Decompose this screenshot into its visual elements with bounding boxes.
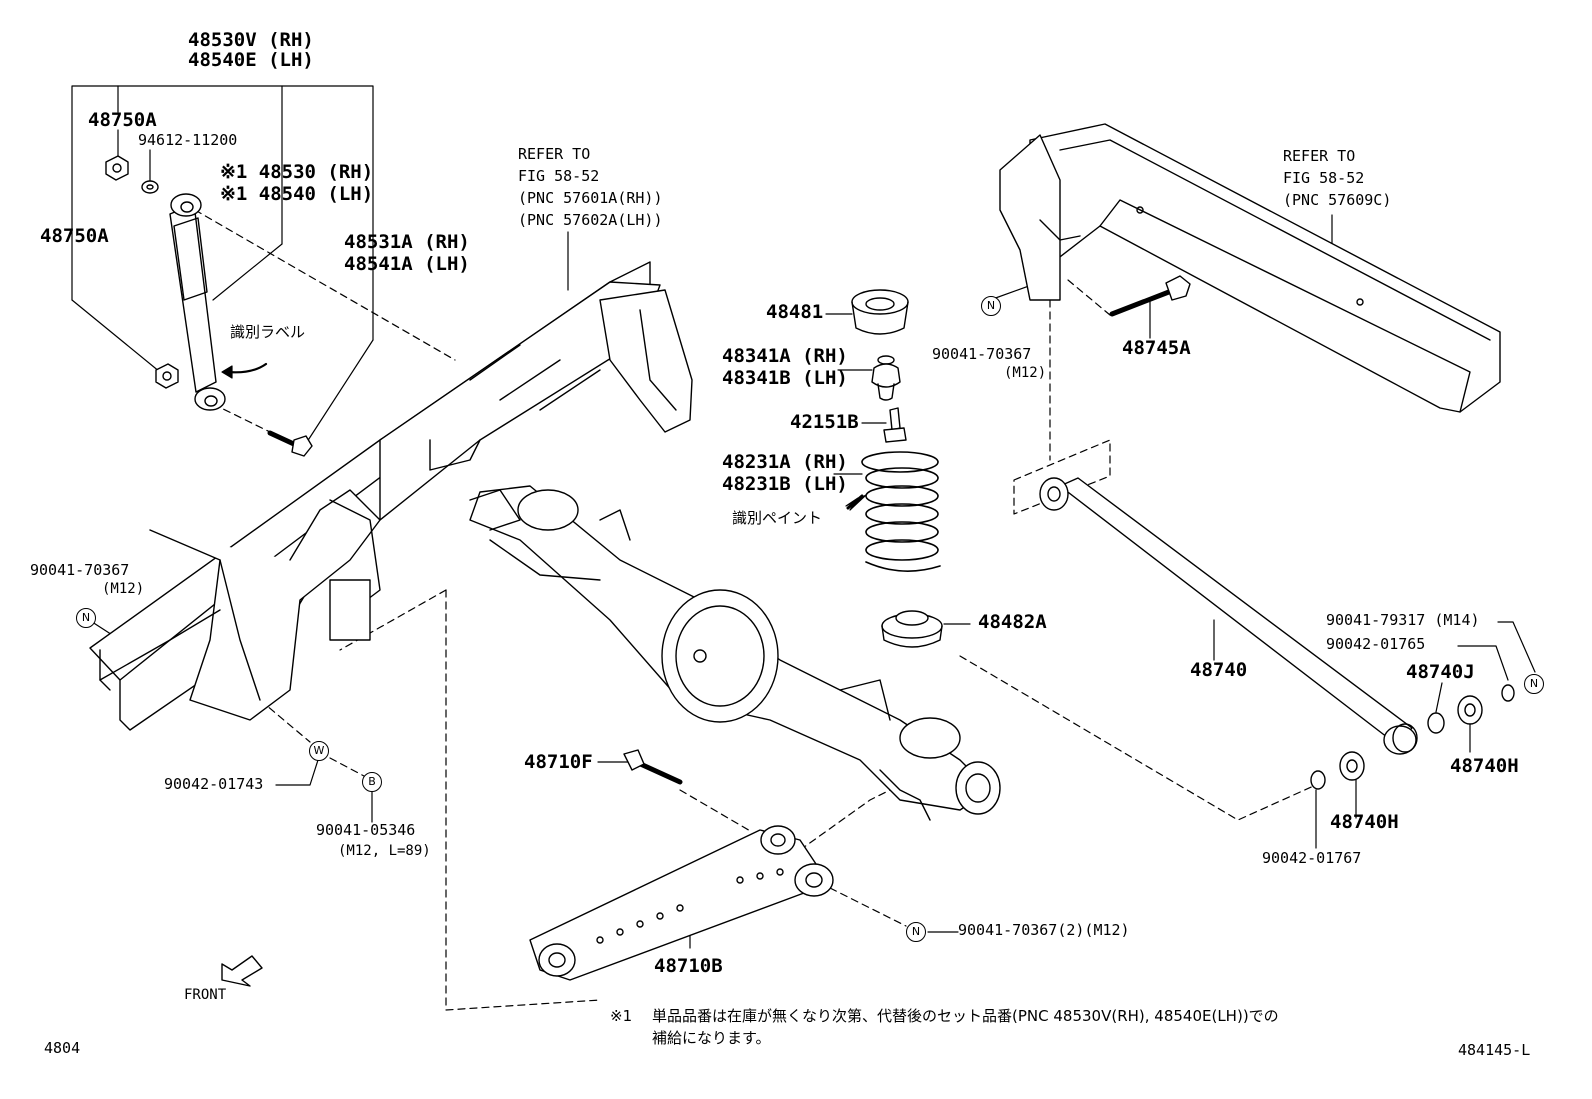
insulator-48482a-label: 48482A (978, 611, 1047, 633)
bushing-48740h-lower-label: 48740H (1330, 811, 1399, 833)
spring-48231a-label: 48231A (RH) (722, 451, 848, 473)
nut-48750a-upper (105, 155, 129, 181)
bolt-48541a-label: 48541A (LH) (344, 253, 470, 275)
crossmember-ref-line3: (PNC 57609C) (1283, 191, 1392, 209)
bushing-48740h-right-label: 48740H (1450, 755, 1519, 777)
upper-insulator-48481 (851, 289, 909, 335)
bolt-48745a (1109, 275, 1191, 317)
nut-90041-70367-cross-label: 90041-70367 (932, 345, 1032, 363)
footnote-line1: 単品品番は在庫が無くなり次第、代替後のセット品番(PNC 48530V(RH),… (652, 1007, 1279, 1025)
leader-lines (71, 85, 1536, 1011)
callout-n-lower-arm: N (906, 922, 926, 942)
shock-assy-rh-label: 48530V (RH) (188, 29, 314, 51)
page-code: 4804 (44, 1039, 81, 1057)
nut-90041-70367-arm-label: 90041-70367(2)(M12) (958, 921, 1130, 939)
bump-stopper-48341 (871, 355, 901, 401)
frame-ref-line4: (PNC 57602A(LH)) (518, 211, 663, 229)
crossmember-shape (999, 123, 1501, 413)
washer-90042-01743-label: 90042-01743 (164, 775, 264, 793)
nut-48750a-lower-label: 48750A (40, 225, 109, 247)
shock-sub-lh-label: ※1 48540 (LH) (220, 183, 374, 205)
washer-90042-01765-label: 90042-01765 (1326, 635, 1426, 653)
bolt-size-label: (M12, L=89) (338, 843, 431, 859)
bolt-48531a (267, 430, 313, 457)
callout-w: W (309, 741, 329, 761)
lateral-rod-48740 (1039, 477, 1418, 755)
bolt-42151b (883, 407, 907, 443)
frame-ref-line2: FIG 58-52 (518, 167, 600, 185)
bumper-48341b-label: 48341B (LH) (722, 367, 848, 389)
spring-48231b-label: 48231B (LH) (722, 473, 848, 495)
bolt-48710f (623, 749, 683, 785)
shock-assy-lh-label: 48540E (LH) (188, 49, 314, 71)
crossmember-ref-line1: REFER TO (1283, 147, 1356, 165)
nut-48750a-lower (155, 363, 179, 389)
washer-94612-label: 94612-11200 (138, 131, 238, 149)
bolt-48531a-label: 48531A (RH) (344, 231, 470, 253)
lower-arm-48710b-label: 48710B (654, 955, 723, 977)
callout-n-lateral-rod: N (1524, 674, 1544, 694)
id-paint-note: 識別ペイント (732, 509, 823, 527)
footnote-line2: 補給になります。 (652, 1029, 771, 1047)
rear-frame-shape (89, 261, 693, 731)
illustration-code: 484145-L (1458, 1041, 1531, 1059)
shock-sub-rh-label: ※1 48530 (RH) (220, 161, 374, 183)
callout-n-crossmember: N (981, 296, 1001, 316)
frame-ref-line3: (PNC 57601A(RH)) (518, 189, 663, 207)
bushing-48740j-label: 48740J (1406, 661, 1475, 683)
bolt-48745a-label: 48745A (1122, 337, 1191, 359)
front-arrow-icon (221, 955, 263, 987)
bumper-48341a-label: 48341A (RH) (722, 345, 848, 367)
lower-arm-48710b (529, 825, 834, 981)
front-label: FRONT (184, 987, 227, 1003)
axle-housing-shape (469, 485, 1001, 821)
callout-b: B (362, 772, 382, 792)
insulator-48481-label: 48481 (766, 301, 824, 323)
crossmember-ref-line2: FIG 58-52 (1283, 169, 1365, 187)
frame-ref-line1: REFER TO (518, 145, 591, 163)
lateral-rod-bushings (1310, 684, 1515, 790)
nut-90041-70367-frame-label: 90041-70367 (30, 561, 130, 579)
washer-90042-01767-label: 90042-01767 (1262, 849, 1362, 867)
bolt-48710f-label: 48710F (524, 751, 593, 773)
bolt-90041-05346-label: 90041-05346 (316, 821, 416, 839)
nut-48750a-upper-label: 48750A (88, 109, 157, 131)
nut-90041-79317-label: 90041-79317 (M14) (1326, 611, 1480, 629)
lower-insulator-48482a (881, 610, 943, 648)
washer-94612 (141, 180, 159, 194)
id-label-note: 識別ラベル (230, 323, 306, 341)
coil-spring-48231 (861, 451, 941, 572)
footnote-mark: ※1 (610, 1007, 633, 1025)
callout-n-frame: N (76, 608, 96, 628)
shock-absorber-shape (169, 193, 226, 411)
nut-m12-frame-label: (M12) (102, 581, 145, 597)
lateral-rod-48740-label: 48740 (1190, 659, 1248, 681)
nut-m12-cross-label: (M12) (1004, 365, 1047, 381)
bolt-42151b-label: 42151B (790, 411, 859, 433)
